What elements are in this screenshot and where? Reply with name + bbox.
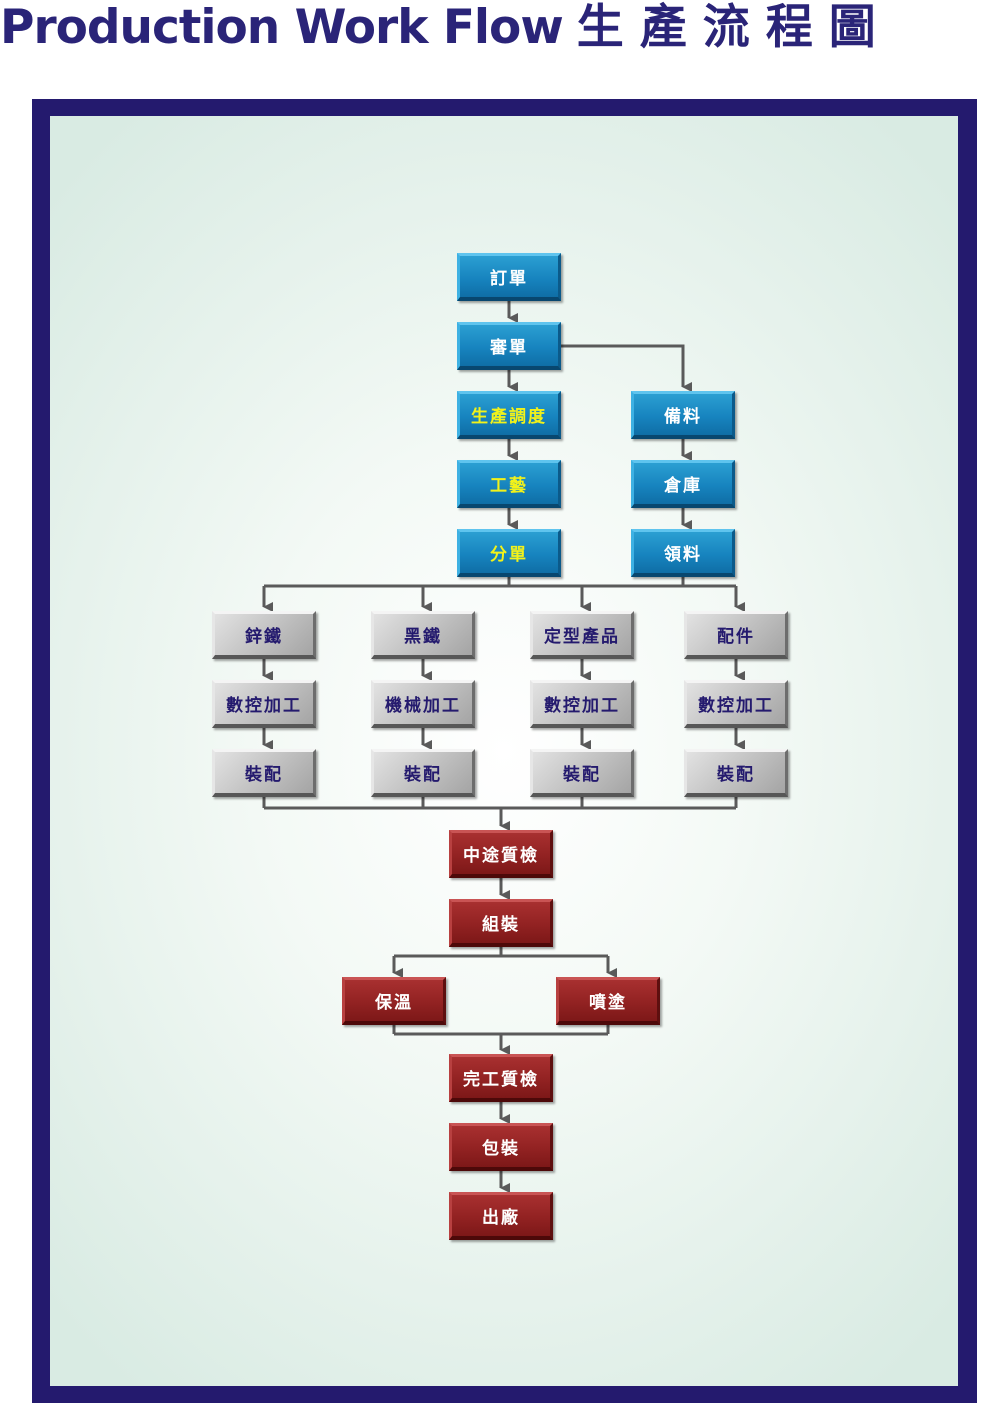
split-finish-line [394,947,608,958]
node-spray-coating: 噴塗 [556,977,660,1025]
node-material-issue: 領料 [631,529,735,577]
node-warehouse: 倉庫 [631,460,735,508]
diagram-panel: 訂單 審單 生產調度 工藝 分單 備料 倉庫 領料 鋅鐵 數控加工 裝配 黑鐵 … [50,116,958,1386]
node-insulation: 保溫 [342,977,446,1025]
arrow-review-material-prep [561,344,692,392]
title-english: Production Work Flow [0,0,564,55]
connector-layer [262,301,745,1193]
node-cnc-1: 數控加工 [212,680,316,728]
node-cnc-3: 數控加工 [684,680,788,728]
node-production-scheduling: 生產調度 [457,391,561,439]
node-standard-product: 定型產品 [530,611,634,659]
node-assembly-1: 裝配 [212,749,316,797]
node-assembly-2: 裝配 [371,749,475,797]
merge-finish-line [392,1025,610,1036]
split-line [264,577,736,588]
node-final-assembly: 組裝 [449,899,553,947]
node-parts: 配件 [684,611,788,659]
node-process-engineering: 工藝 [457,460,561,508]
node-packaging: 包裝 [449,1123,553,1171]
node-dispatch: 分單 [457,529,561,577]
node-order: 訂單 [457,253,561,301]
node-material-prep: 備料 [631,391,735,439]
node-assembly-3: 裝配 [530,749,634,797]
merge-line [262,797,738,810]
node-order-review: 審單 [457,322,561,370]
diagram-frame: 訂單 審單 生產調度 工藝 分單 備料 倉庫 領料 鋅鐵 數控加工 裝配 黑鐵 … [32,99,977,1403]
node-assembly-4: 裝配 [684,749,788,797]
node-final-qc: 完工質檢 [449,1054,553,1102]
node-machining: 機械加工 [371,680,475,728]
node-cnc-2: 數控加工 [530,680,634,728]
node-shipment: 出廠 [449,1192,553,1240]
node-interim-qc: 中途質檢 [449,830,553,878]
title-chinese: 生產流程圖 [576,0,892,55]
node-black-iron: 黑鐵 [371,611,475,659]
node-galvanized-iron: 鋅鐵 [212,611,316,659]
